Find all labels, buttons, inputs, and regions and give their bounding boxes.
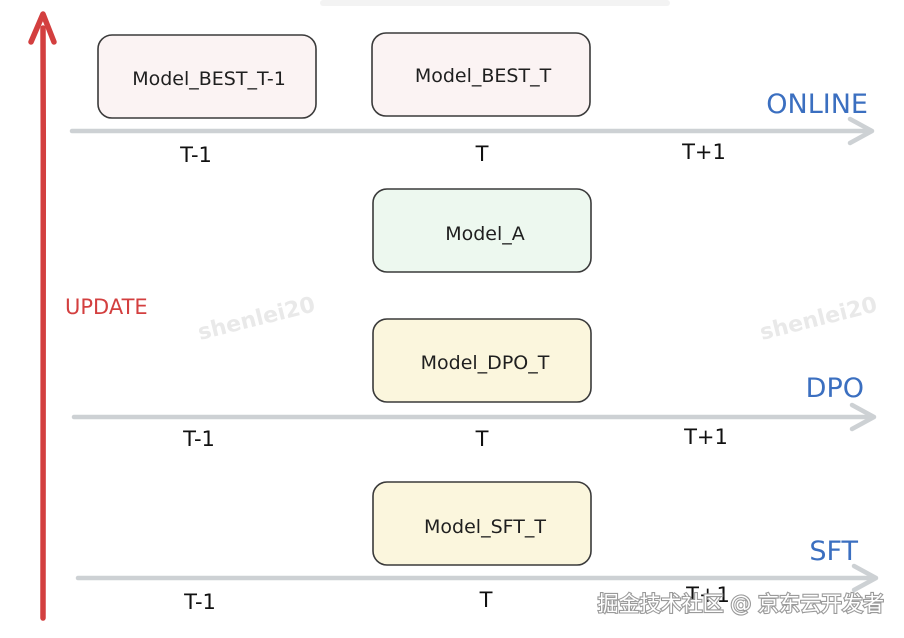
watermark: shenlei20 — [757, 293, 879, 346]
model-box-sft-t: Model_SFT_T — [372, 481, 592, 566]
online-lane: ONLINE T-1 T T+1 Model_BEST_T-1 Model_BE… — [69, 32, 875, 167]
sft-axis-arrow — [75, 563, 879, 593]
tick-label: T+1 — [683, 425, 728, 449]
lane-label-online: ONLINE — [766, 89, 868, 120]
sft-lane: SFT T-1 T T+1 Model_SFT_T — [75, 481, 879, 614]
model-box-a: Model_A — [372, 188, 592, 273]
model-box-label: Model_DPO_T — [421, 352, 550, 374]
tick-label: T — [475, 142, 489, 166]
model-box-label: Model_BEST_T — [415, 65, 552, 87]
watermark: shenlei20 — [195, 293, 317, 346]
footer-watermark: 掘金技术社区 @ 京东云开发者 — [598, 592, 884, 616]
lane-label-dpo: DPO — [806, 373, 864, 404]
tick-label: T+1 — [681, 140, 726, 164]
dpo-axis-arrow — [71, 402, 877, 432]
tick-label: T-1 — [179, 143, 212, 167]
tick-label: T+1 — [685, 583, 730, 607]
model-box-best-t-1: Model_BEST_T-1 — [97, 34, 317, 119]
update-label: UPDATE — [65, 295, 148, 319]
tick-label: T — [475, 427, 489, 451]
model-box-label: Model_BEST_T-1 — [132, 68, 286, 90]
top-edge-shadow — [320, 0, 670, 6]
update-arrow — [28, 11, 57, 621]
dpo-lane: DPO T-1 T T+1 Model_DPO_T — [71, 318, 877, 451]
online-axis-arrow — [69, 116, 875, 146]
model-box-label: Model_SFT_T — [424, 516, 546, 538]
lane-label-sft: SFT — [809, 536, 858, 567]
model-box-dpo-t: Model_DPO_T — [372, 318, 592, 403]
tick-label: T-1 — [183, 590, 216, 614]
model-box-label: Model_A — [445, 223, 525, 245]
tick-label: T — [479, 588, 493, 612]
model-box-best-t: Model_BEST_T — [371, 32, 591, 117]
tick-label: T-1 — [182, 427, 215, 451]
